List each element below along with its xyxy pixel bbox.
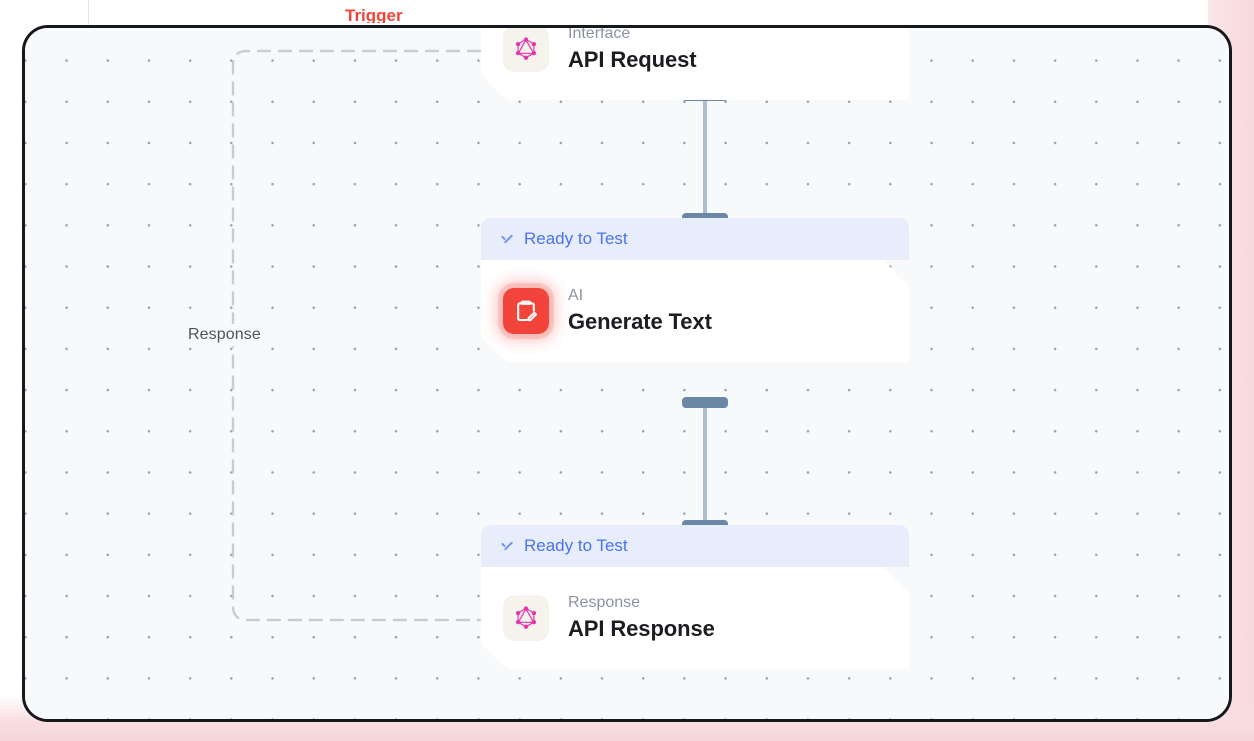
- clipboard-pencil-icon: [503, 288, 549, 334]
- node-text: Response API Response: [568, 594, 715, 642]
- status-label: Ready to Test: [524, 536, 628, 555]
- connector-line: [703, 97, 707, 217]
- workflow-canvas[interactable]: Response: [22, 25, 1232, 722]
- connector-request-to-generate[interactable]: [675, 90, 735, 224]
- node-kind: Interface: [568, 25, 631, 43]
- graphql-icon: [503, 26, 549, 72]
- node-text: AI Generate Text: [568, 287, 712, 335]
- trigger-label: Trigger: [345, 6, 403, 23]
- status-badge: Ready to Test: [481, 525, 909, 567]
- connector-generate-to-response[interactable]: [675, 397, 735, 531]
- node-title: API Response: [568, 615, 715, 641]
- node-title: API Request: [568, 46, 697, 72]
- workflow-flow: Response: [25, 28, 1229, 719]
- connector-handle-source[interactable]: [682, 397, 728, 408]
- backdrop-divider-left: [88, 0, 89, 27]
- node-body[interactable]: Interface API Request: [481, 25, 909, 100]
- status-label: Ready to Test: [524, 229, 628, 248]
- node-text: Interface API Request: [568, 25, 696, 73]
- node-title: Generate Text: [568, 308, 712, 334]
- status-badge: Ready to Test: [481, 218, 909, 260]
- feedback-edge-label: Response: [181, 324, 268, 346]
- node-kind: Response: [568, 594, 641, 612]
- backdrop-divider-right: [1216, 0, 1217, 18]
- node-api-request[interactable]: Interface API Request: [481, 25, 909, 100]
- connector-line: [703, 404, 707, 524]
- node-generate-text[interactable]: Ready to Test: [481, 218, 909, 362]
- node-api-response[interactable]: Ready to Test: [481, 525, 909, 669]
- check-icon: [499, 538, 515, 554]
- node-kind: AI: [568, 287, 584, 305]
- check-icon: [499, 231, 515, 247]
- node-body[interactable]: Response API Response: [481, 567, 909, 669]
- graphql-icon: [503, 595, 549, 641]
- node-body[interactable]: AI Generate Text: [481, 260, 909, 362]
